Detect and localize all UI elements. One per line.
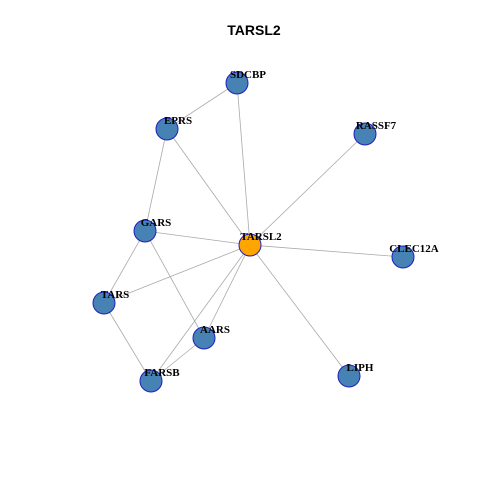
- edge-eprs-gars: [144, 128, 168, 232]
- edge-sdcbp-eprs: [166, 82, 238, 130]
- node-liph[interactable]: LIPH: [337, 362, 374, 388]
- node-circle[interactable]: [92, 291, 116, 315]
- node-label: RASSF7: [356, 120, 397, 132]
- node-circle[interactable]: [353, 122, 377, 146]
- node-label: GARS: [141, 217, 172, 229]
- node-label: TARSL2: [240, 231, 282, 243]
- edge-tarsl2-tars: [103, 244, 251, 304]
- node-circle[interactable]: [155, 117, 179, 141]
- edge-tarsl2-clec12a: [249, 244, 404, 258]
- edge-tarsl2-eprs: [166, 128, 251, 246]
- edge-tars-farsb: [103, 302, 152, 382]
- edge-gars-aars: [144, 230, 205, 339]
- node-circle[interactable]: [225, 71, 249, 95]
- node-aars[interactable]: AARS: [192, 324, 230, 350]
- node-label: FARSB: [144, 367, 180, 379]
- node-label: TARS: [101, 289, 130, 301]
- node-gars[interactable]: GARS: [133, 217, 172, 243]
- node-rassf7[interactable]: RASSF7: [353, 120, 397, 146]
- edge-tarsl2-sdcbp: [236, 82, 251, 246]
- node-label: SDCBP: [230, 69, 266, 81]
- edge-tarsl2-aars: [203, 244, 251, 339]
- node-sdcbp[interactable]: SDCBP: [225, 69, 266, 95]
- node-circle[interactable]: [133, 219, 157, 243]
- node-label: EPRS: [164, 115, 192, 127]
- graph-title: TARSL2: [227, 22, 281, 38]
- node-label: LIPH: [347, 362, 374, 374]
- node-tarsl2[interactable]: TARSL2: [238, 231, 282, 257]
- node-label: CLEC12A: [389, 243, 439, 255]
- edge-tarsl2-liph: [249, 244, 350, 377]
- edge-tarsl2-rassf7: [249, 133, 366, 246]
- node-label: AARS: [200, 324, 230, 336]
- node-circle[interactable]: [337, 364, 361, 388]
- node-eprs[interactable]: EPRS: [155, 115, 192, 141]
- node-circle[interactable]: [192, 326, 216, 350]
- node-clec12a[interactable]: CLEC12A: [389, 243, 439, 269]
- node-circle[interactable]: [391, 245, 415, 269]
- node-tars[interactable]: TARS: [92, 289, 130, 315]
- edges-layer: [103, 82, 404, 382]
- edge-tarsl2-farsb: [150, 244, 251, 382]
- node-circle[interactable]: [238, 233, 262, 257]
- edge-tarsl2-gars: [144, 230, 251, 246]
- edge-gars-tars: [103, 230, 146, 304]
- node-farsb[interactable]: FARSB: [139, 367, 180, 393]
- node-circle[interactable]: [139, 369, 163, 393]
